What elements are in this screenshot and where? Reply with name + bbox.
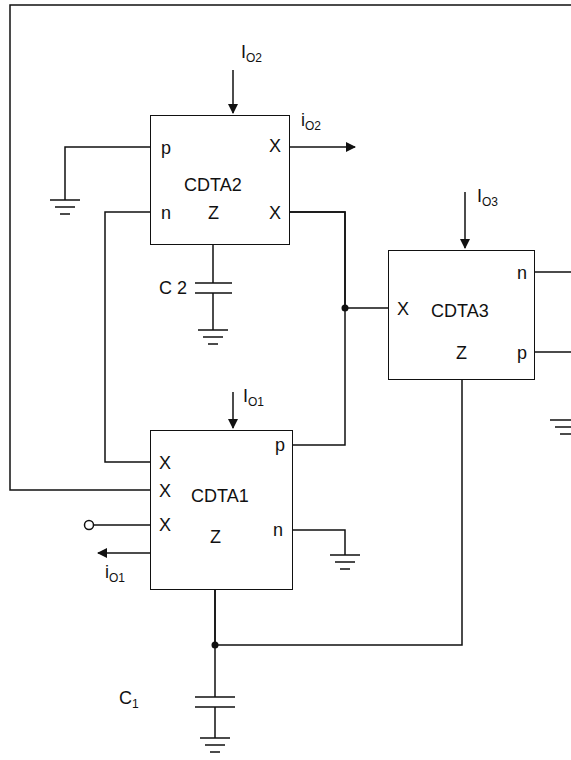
block-name: CDTA2 [184, 175, 242, 196]
signal-wire [215, 380, 462, 645]
pin-name: n [517, 263, 527, 284]
pin-name: n [161, 203, 171, 224]
pin-name: X [159, 453, 171, 474]
ground-symbol [198, 330, 228, 344]
pin-name: p [275, 435, 285, 456]
bias-arrow [232, 392, 234, 428]
signal-wire [105, 212, 150, 462]
signal-wire [290, 212, 345, 445]
output-arrow [98, 552, 150, 554]
ground-symbol [330, 555, 360, 569]
bias-arrow [464, 192, 466, 248]
block-name: CDTA1 [191, 486, 249, 507]
signal-wire [290, 212, 388, 308]
cdta3-block: nX CDTA3Zp [388, 250, 535, 380]
bias-current: IO2 [240, 42, 263, 63]
pin-name: n [273, 520, 283, 541]
ground-symbol [200, 738, 230, 752]
open-terminal [85, 521, 94, 530]
cdta1-block: XXXpCDTA1Zn [150, 430, 293, 590]
capacitor-symbol [195, 245, 232, 330]
pin-name: X [269, 136, 281, 157]
bias-current: IO3 [476, 186, 499, 207]
feedback-wire [10, 5, 571, 490]
output-arrow [290, 146, 355, 148]
ground-wire [293, 530, 345, 555]
pin-name: X [269, 203, 281, 224]
capacitor-name: C 2 [158, 278, 188, 299]
pin-name: X [159, 481, 171, 502]
pin-name: Z [210, 527, 221, 548]
ground-wire [65, 147, 150, 200]
bias-current: IO1 [242, 386, 265, 407]
ground-symbol [50, 200, 80, 214]
pin-name: Z [208, 203, 219, 224]
terminal-wire [94, 524, 150, 526]
cdta2-block: pXCDTA2nZX [150, 115, 290, 245]
capacitor-name: C1 [118, 688, 140, 709]
ground-symbol [550, 420, 571, 434]
pin-name: X [397, 299, 409, 320]
pin-name: p [161, 138, 171, 159]
pin-name: X [159, 515, 171, 536]
pin-name: p [517, 343, 527, 364]
bias-arrow [232, 70, 234, 113]
output-current: iO1 [104, 562, 126, 583]
pin-wire [535, 272, 571, 352]
output-current: iO2 [300, 110, 322, 131]
block-name: CDTA3 [431, 301, 489, 322]
pin-name: Z [456, 343, 467, 364]
